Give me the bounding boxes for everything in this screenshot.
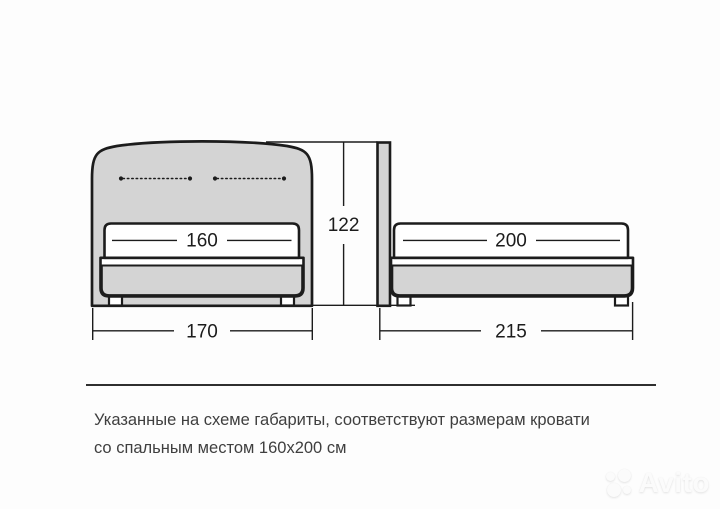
avito-logo-dot-1 <box>605 471 615 481</box>
avito-logo-dot-2 <box>617 468 631 482</box>
front-width-dimension <box>91 308 313 340</box>
side-length-dimension <box>379 302 634 340</box>
side-headboard <box>376 141 392 308</box>
side-mattress <box>392 222 630 260</box>
front-base-body <box>100 264 304 297</box>
side-base-body <box>391 264 633 297</box>
height-label: 122 <box>328 215 360 236</box>
front-mattress <box>103 222 301 260</box>
caption: Указанные на схеме габариты, соответству… <box>94 406 654 462</box>
separator-line <box>86 384 656 386</box>
avito-logo-dot-4 <box>622 485 631 494</box>
avito-logo-dot-3 <box>606 482 621 497</box>
side-overall-length-label: 215 <box>495 321 527 342</box>
side-view: 200 <box>312 141 635 308</box>
caption-line-2: со спальным местом 160x200 см <box>94 439 347 457</box>
front-overall-width-label: 170 <box>186 321 218 342</box>
front-view: 160 <box>90 140 314 308</box>
avito-wordmark: Avito <box>638 467 710 498</box>
caption-line-1: Указанные на схеме габариты, соответству… <box>94 411 590 429</box>
side-mattress-length-label: 200 <box>495 231 527 252</box>
avito-watermark: Avito <box>599 461 716 505</box>
front-mattress-width-label: 160 <box>186 231 218 252</box>
avito-logo-icon <box>605 468 633 498</box>
diagram-canvas: 160 200 122 <box>90 140 635 342</box>
height-dimension <box>266 141 378 306</box>
headboard-stitching <box>118 176 287 181</box>
